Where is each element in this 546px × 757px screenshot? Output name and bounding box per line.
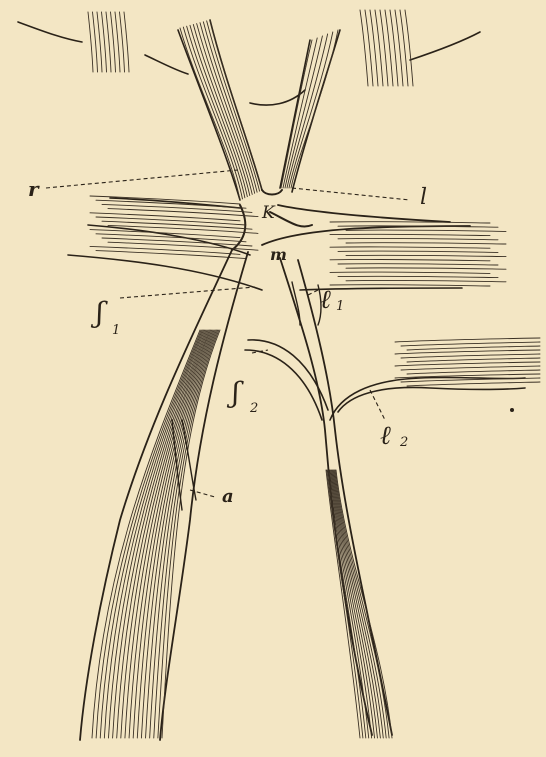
label-s1-sub: 1 xyxy=(112,323,120,338)
right-trunk xyxy=(280,258,392,738)
top-left-fibers xyxy=(88,12,129,72)
label-l2-sub: 2 xyxy=(399,435,408,450)
label-a: a xyxy=(222,486,234,507)
right-branches xyxy=(262,205,506,290)
label-k: K xyxy=(261,203,276,223)
label-s2-sub: 2 xyxy=(249,401,258,416)
label-l1-sub: 1 xyxy=(336,299,344,314)
left-branches xyxy=(68,196,262,290)
stray-dot xyxy=(510,408,514,412)
label-l1: ℓ xyxy=(320,285,331,315)
label-m: m xyxy=(270,245,287,264)
branch-l2 xyxy=(330,338,540,420)
label-r: r xyxy=(28,177,40,201)
label-s2: ʃ xyxy=(226,376,244,409)
leader-lines xyxy=(46,170,410,497)
root-l xyxy=(280,30,340,192)
label-l2: ℓ xyxy=(380,421,391,451)
label-l: l xyxy=(420,185,427,210)
top-right-fibers xyxy=(360,10,413,86)
root-r xyxy=(178,20,262,200)
label-s1: ʃ xyxy=(90,296,108,329)
